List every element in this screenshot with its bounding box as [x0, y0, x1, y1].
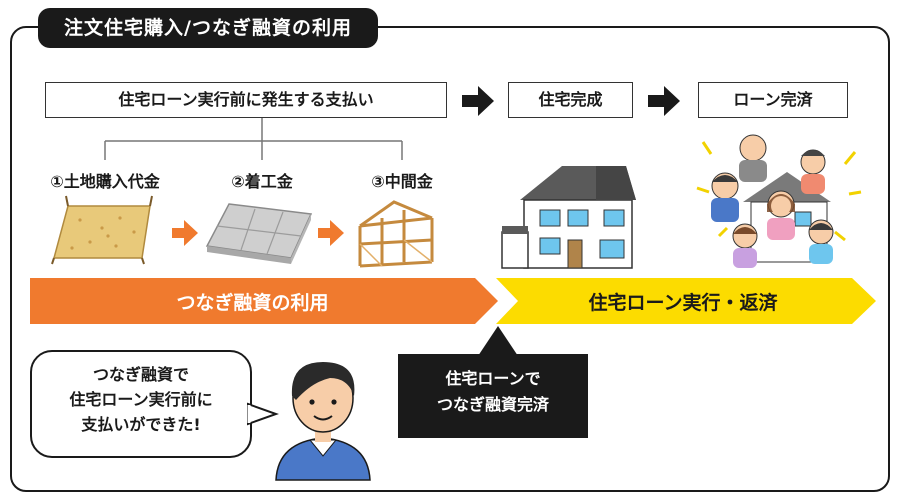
- callout-line-2: つなぎ融資完済: [436, 395, 549, 414]
- pre-payment-label: 住宅ローン実行前に発生する支払い: [45, 82, 447, 118]
- happy-family-icon: [696, 134, 862, 268]
- arrow-right-icon: [648, 86, 680, 116]
- step-land-label: ①土地購入代金: [50, 172, 160, 191]
- mortgage-band-label: 住宅ローン実行・返済: [588, 292, 778, 314]
- man-icon: [275, 362, 371, 481]
- foundation-slab-icon: [205, 203, 313, 264]
- callout-box: 住宅ローンで つなぎ融資完済: [398, 354, 588, 438]
- completion-label: 住宅完成: [508, 82, 633, 118]
- step-middle-label: ③中間金: [371, 172, 433, 191]
- mortgage-band: [496, 278, 876, 324]
- wood-frame-icon: [358, 200, 434, 268]
- land-plot-icon: [51, 195, 153, 265]
- bridge-loan-band: [30, 278, 498, 324]
- arrow-right-icon: [462, 86, 494, 116]
- diagram-title: 注文住宅購入/つなぎ融資の利用: [38, 8, 378, 48]
- speech-bubble: つなぎ融資で 住宅ローン実行前に 支払いができた!: [30, 350, 252, 458]
- bridge-loan-band-label: つなぎ融資の利用: [176, 292, 329, 314]
- speech-line-2: 住宅ローン実行前に: [69, 390, 213, 409]
- callout-pointer: [478, 326, 518, 356]
- house-icon: [501, 166, 636, 269]
- speech-line-1: つなぎ融資で: [92, 365, 189, 384]
- arrow-right-icon: [318, 220, 344, 246]
- speech-line-3: 支払いができた!: [81, 415, 201, 434]
- repayment-label: ローン完済: [698, 82, 848, 118]
- diagram-frame: [10, 26, 890, 492]
- speech-tail: [247, 402, 279, 426]
- callout-line-1: 住宅ローンで: [445, 369, 541, 388]
- step-start-label: ②着工金: [231, 172, 293, 191]
- arrow-right-icon: [172, 220, 198, 246]
